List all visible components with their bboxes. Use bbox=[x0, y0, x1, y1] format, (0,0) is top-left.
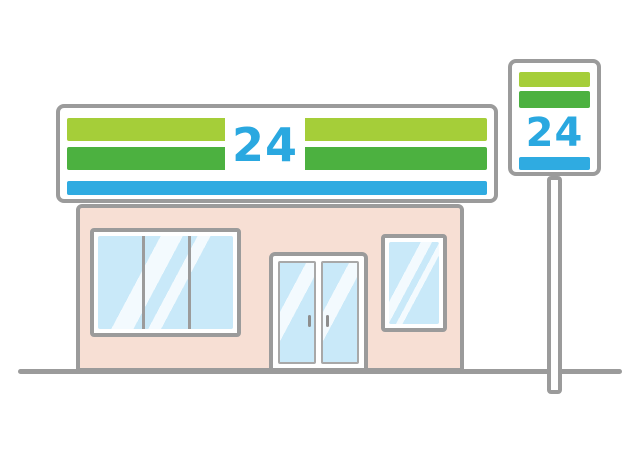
door-right-panel bbox=[321, 261, 359, 364]
sign-stripes: 24 bbox=[67, 115, 487, 195]
sign-pole bbox=[547, 176, 562, 394]
door-handle bbox=[326, 315, 329, 327]
door-left-panel bbox=[278, 261, 316, 364]
stripe-green bbox=[519, 91, 590, 108]
store-sign-band: 24 bbox=[56, 104, 498, 203]
window-mullion bbox=[188, 236, 191, 329]
stripe-blue bbox=[519, 157, 590, 170]
window-mullion bbox=[142, 236, 145, 329]
right-window-glass bbox=[389, 242, 439, 324]
right-window bbox=[381, 234, 447, 332]
pole-sign-face: 24 bbox=[519, 70, 590, 170]
left-window-glass bbox=[98, 236, 233, 329]
stripe-blue bbox=[67, 181, 487, 195]
entrance-door bbox=[269, 252, 368, 372]
store-hours-text: 24 bbox=[231, 118, 298, 172]
pole-sign-hours: 24 bbox=[519, 109, 590, 156]
left-window bbox=[90, 228, 241, 337]
door-handle bbox=[308, 315, 311, 327]
pole-sign-hours-text: 24 bbox=[525, 109, 584, 156]
hours-badge: 24 bbox=[225, 115, 305, 175]
stripe-light-green bbox=[519, 72, 590, 87]
pole-sign: 24 bbox=[508, 59, 601, 176]
